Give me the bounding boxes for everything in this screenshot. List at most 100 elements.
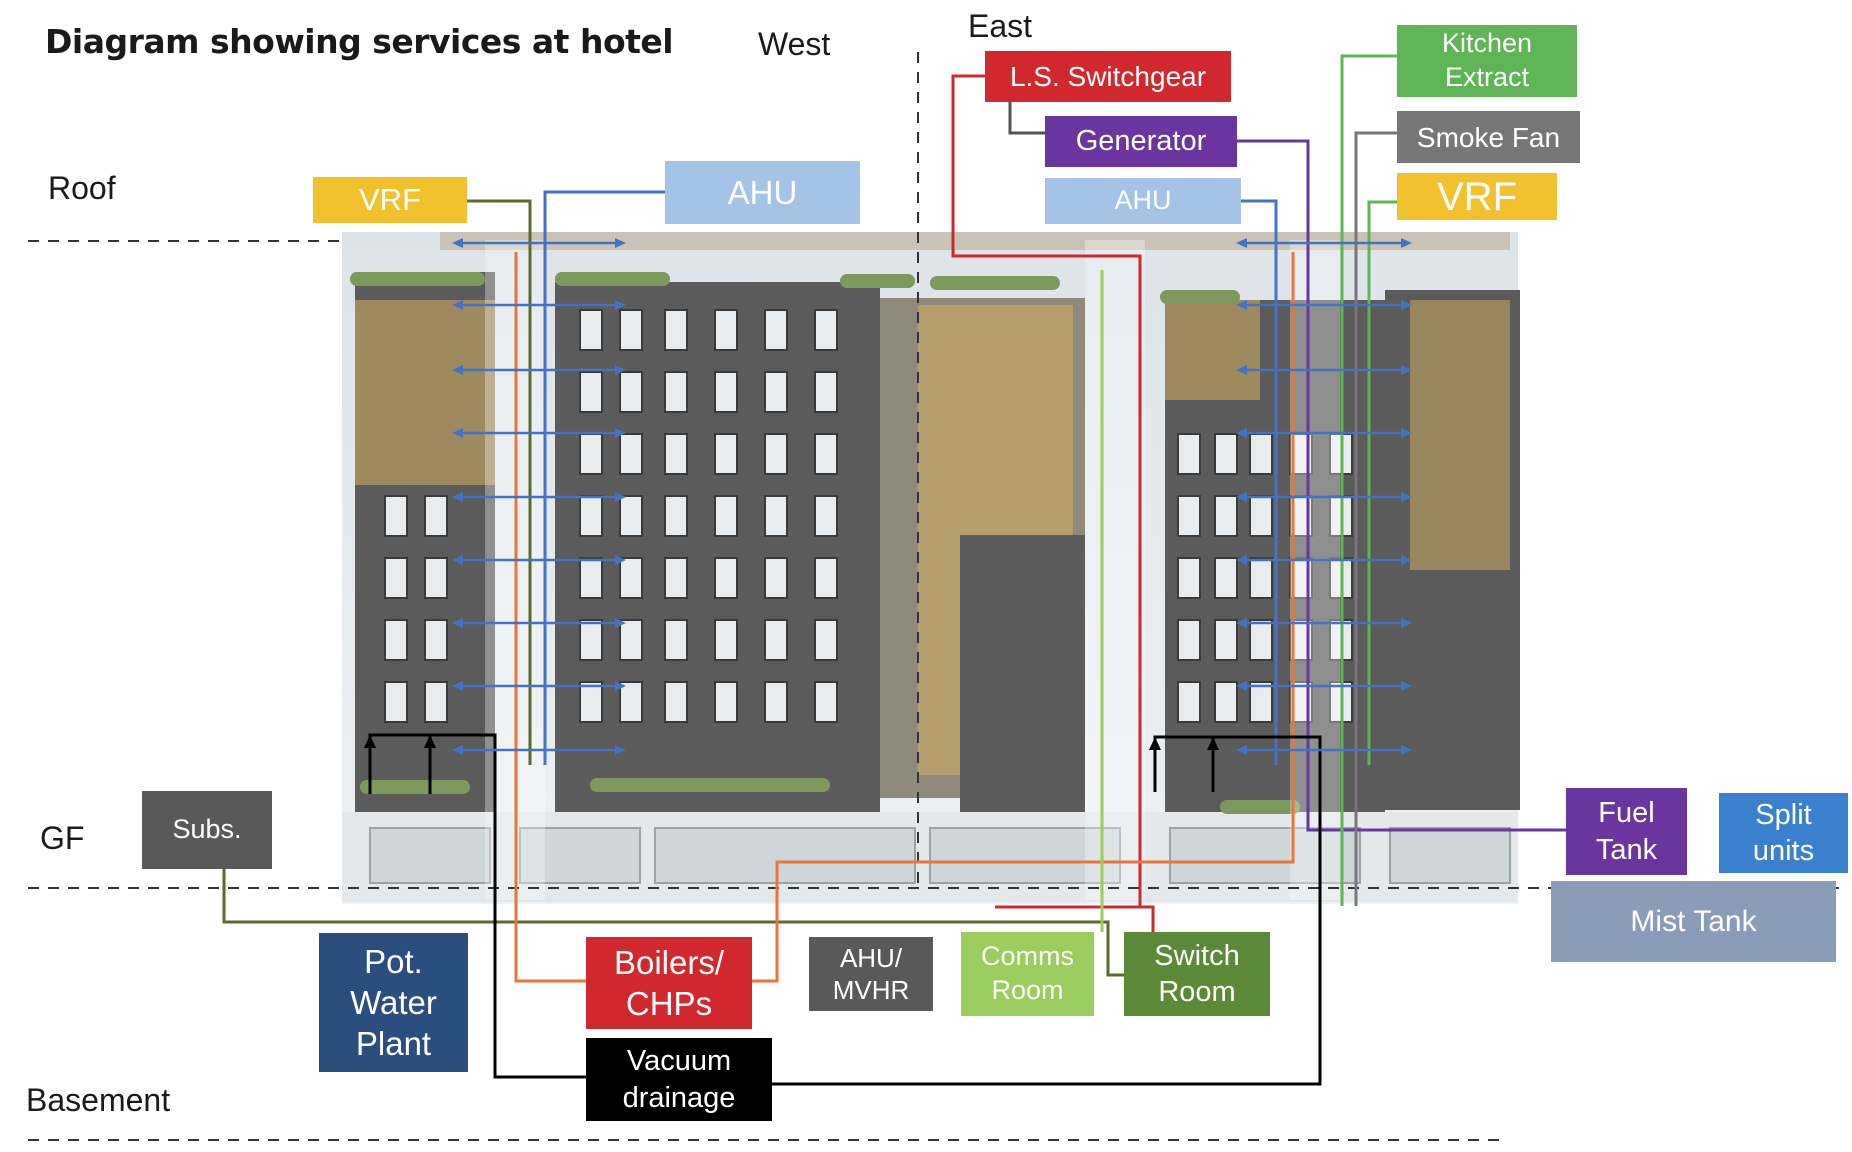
window (384, 681, 408, 723)
window (619, 681, 643, 723)
window (619, 309, 643, 351)
arrow-head-left (452, 555, 463, 565)
vacuum-riser-arrow-west-2 (424, 735, 436, 794)
arrow-head-right (1401, 681, 1412, 691)
arrow-head-right (1401, 428, 1412, 438)
floor-arrow-east-2 (1236, 365, 1412, 375)
arrow-head-right (615, 745, 626, 755)
floor-arrow-east-1 (1236, 300, 1412, 310)
window (424, 681, 448, 723)
floor-arrow-east-7 (1236, 681, 1412, 691)
window (764, 557, 788, 599)
floor-arrow-west-1 (452, 300, 626, 310)
timber-balconies-east (1165, 300, 1260, 400)
arrow-head-up (424, 735, 436, 748)
arrow-head-right (615, 492, 626, 502)
window (384, 619, 408, 661)
vacuum-riser-arrow-east-1 (1149, 737, 1161, 792)
arrow-head-up (1149, 737, 1161, 750)
shopfront-5 (1169, 827, 1361, 884)
window (1214, 433, 1238, 475)
west-label: West (758, 26, 831, 62)
window (579, 309, 603, 351)
shopfront-6 (1389, 827, 1511, 884)
floor-arrow-east-4 (1236, 492, 1412, 502)
pot-water-plant-label: Pot. Water Plant (350, 942, 437, 1063)
generator-route (1237, 139, 1566, 832)
ahu-east-route (1241, 199, 1278, 765)
window (1214, 681, 1238, 723)
roof-level-label: Roof (48, 170, 116, 206)
window (1177, 495, 1201, 537)
arrow-head-left (452, 300, 463, 310)
window (764, 371, 788, 413)
switch-room-box: Switch Room (1124, 932, 1270, 1016)
planting-4 (930, 276, 1060, 290)
window (814, 557, 838, 599)
floor-arrow-east-3 (1236, 428, 1412, 438)
window (424, 495, 448, 537)
shopfront-1 (369, 827, 491, 884)
mist-tank-box: Mist Tank (1551, 881, 1836, 962)
arrow-head-left (1236, 618, 1247, 628)
window (714, 433, 738, 475)
vacuum-riser-arrow-west-1 (364, 735, 376, 794)
arrow-head-left (1236, 428, 1247, 438)
ahu-west-box: AHU (665, 161, 860, 224)
window (764, 433, 788, 475)
floor-arrow-west-6 (452, 618, 626, 628)
arrow-head-left (452, 492, 463, 502)
window (664, 371, 688, 413)
kitchen-extract-label: Kitchen Extract (1441, 28, 1533, 92)
boilers-chps-box: Boilers/ CHPs (586, 937, 752, 1029)
arrow-head-right (1401, 300, 1412, 310)
vrf-east-route (1367, 200, 1397, 765)
arrow-head-left (1236, 681, 1247, 691)
vrf-east-label: VRF (1437, 174, 1517, 219)
window (664, 433, 688, 475)
distribution-arrows (364, 238, 1412, 794)
window (579, 495, 603, 537)
comms-room-label: Comms Room (981, 941, 1074, 1005)
window (714, 309, 738, 351)
window (764, 309, 788, 351)
arrow-head-right (615, 618, 626, 628)
vrf-west-route (467, 199, 532, 765)
window (664, 309, 688, 351)
arrow-head-right (1401, 492, 1412, 502)
arrow-head-left (452, 428, 463, 438)
mist-tank-label: Mist Tank (1630, 904, 1757, 938)
window (1214, 557, 1238, 599)
generator-box: Generator (1045, 116, 1237, 167)
planting-2 (555, 272, 670, 286)
split-units-label: Split units (1752, 798, 1815, 867)
arrow-head-right (1401, 555, 1412, 565)
shopfront-3 (654, 827, 916, 884)
window (1249, 433, 1273, 475)
window (1177, 557, 1201, 599)
subs-box: Subs. (142, 791, 272, 869)
window (664, 619, 688, 661)
floor-arrow-east-8 (1236, 745, 1412, 755)
planting-5 (1160, 290, 1240, 304)
diagram-title: Diagram showing services at hotel (45, 22, 674, 61)
window (664, 681, 688, 723)
window (714, 371, 738, 413)
arrow-head-right (1401, 365, 1412, 375)
window (764, 681, 788, 723)
switch-room-label: Switch Room (1154, 939, 1240, 1008)
smoke-fan-box: Smoke Fan (1397, 111, 1580, 163)
floor-arrow-west-2 (452, 365, 626, 375)
window (1177, 619, 1201, 661)
arrow-head-left (452, 681, 463, 691)
window (814, 619, 838, 661)
roof-arrow-east (1236, 238, 1412, 248)
window (384, 495, 408, 537)
arrow-head-up (1207, 737, 1219, 750)
window (619, 557, 643, 599)
arrow-head-left (1236, 365, 1247, 375)
ahu-west-route (543, 190, 665, 765)
vrf-west-box: VRF (313, 177, 467, 223)
arrow-head-right (615, 428, 626, 438)
